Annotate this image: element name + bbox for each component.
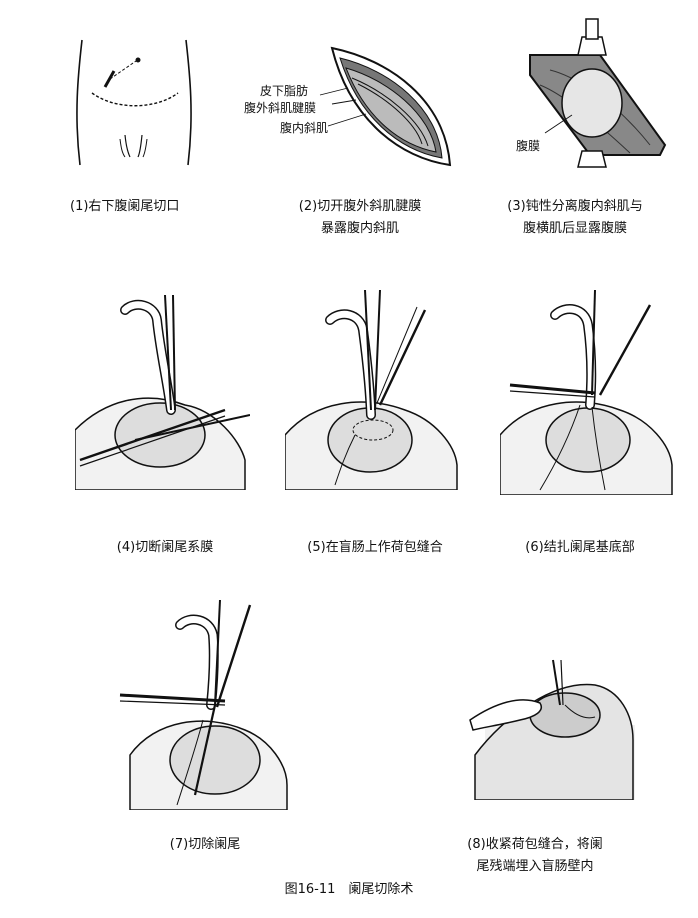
panel-6-base-ligation <box>500 285 675 495</box>
panel-5-caption: (5)在盲肠上作荷包缝合 <box>290 537 460 559</box>
panel-3-caption-line-2: 腹横肌后显露腹膜 <box>522 221 627 236</box>
panel-4-caption-line-1: (4)切断阑尾系膜 <box>116 540 214 555</box>
label-external-oblique-aponeurosis: 腹外斜肌腱膜 <box>244 101 317 115</box>
panel-5-caption-line-1: (5)在盲肠上作荷包缝合 <box>307 540 443 555</box>
panel-5-purse-string-suture <box>285 285 460 490</box>
incision-drawing <box>240 40 460 175</box>
purse-string-drawing <box>285 285 460 490</box>
panel-1-caption-line-1: (1)右下腹阑尾切口 <box>70 199 180 214</box>
panel-8-stump-invagination <box>465 655 635 800</box>
panel-8-caption-line-1: (8)收紧荷包缝合，将阑 <box>467 837 603 852</box>
abdomen-drawing <box>70 35 200 170</box>
ligation-drawing <box>500 285 675 495</box>
excision-drawing <box>115 595 290 810</box>
panel-3-caption: (3)钝性分离腹内斜肌与 腹横肌后显露腹膜 <box>490 196 660 240</box>
label-subcutaneous-fat: 皮下脂肪 <box>260 84 309 98</box>
panel-7-caption-line-1: (7)切除阑尾 <box>169 837 241 852</box>
panel-7-caption: (7)切除阑尾 <box>140 834 270 856</box>
panel-3-peritoneum-exposure: 腹膜 <box>510 15 670 180</box>
figure-caption: 图16-11 阑尾切除术 <box>284 882 414 897</box>
panel-1-caption: (1)右下腹阑尾切口 <box>70 196 260 218</box>
panel-6-caption: (6)结扎阑尾基底部 <box>500 537 660 559</box>
panel-2-incision-layers: 皮下脂肪 腹外斜肌腱膜 腹内斜肌 <box>240 40 460 175</box>
panel-2-caption-line-2: 暴露腹内斜肌 <box>320 221 399 236</box>
invagination-drawing <box>465 655 635 800</box>
panel-1-abdomen-incision <box>70 35 200 170</box>
panel-2-caption-line-1: (2)切开腹外斜肌腱膜 <box>298 199 422 214</box>
panel-2-caption: (2)切开腹外斜肌腱膜 暴露腹内斜肌 <box>280 196 440 240</box>
panel-7-appendix-excision <box>115 595 290 810</box>
panel-8-caption: (8)收紧荷包缝合，将阑 尾残端埋入盲肠壁内 <box>450 834 620 878</box>
peritoneum-drawing <box>510 15 670 180</box>
panel-3-caption-line-1: (3)钝性分离腹内斜肌与 <box>507 199 643 214</box>
panel-4-caption: (4)切断阑尾系膜 <box>95 537 235 559</box>
panel-8-caption-line-2: 尾残端埋入盲肠壁内 <box>476 859 594 874</box>
mesoappendix-drawing <box>75 290 250 490</box>
panel-6-caption-line-1: (6)结扎阑尾基底部 <box>525 540 635 555</box>
panel-4-mesoappendix-division <box>75 290 250 490</box>
label-internal-oblique: 腹内斜肌 <box>280 121 329 135</box>
label-peritoneum: 腹膜 <box>516 139 541 153</box>
